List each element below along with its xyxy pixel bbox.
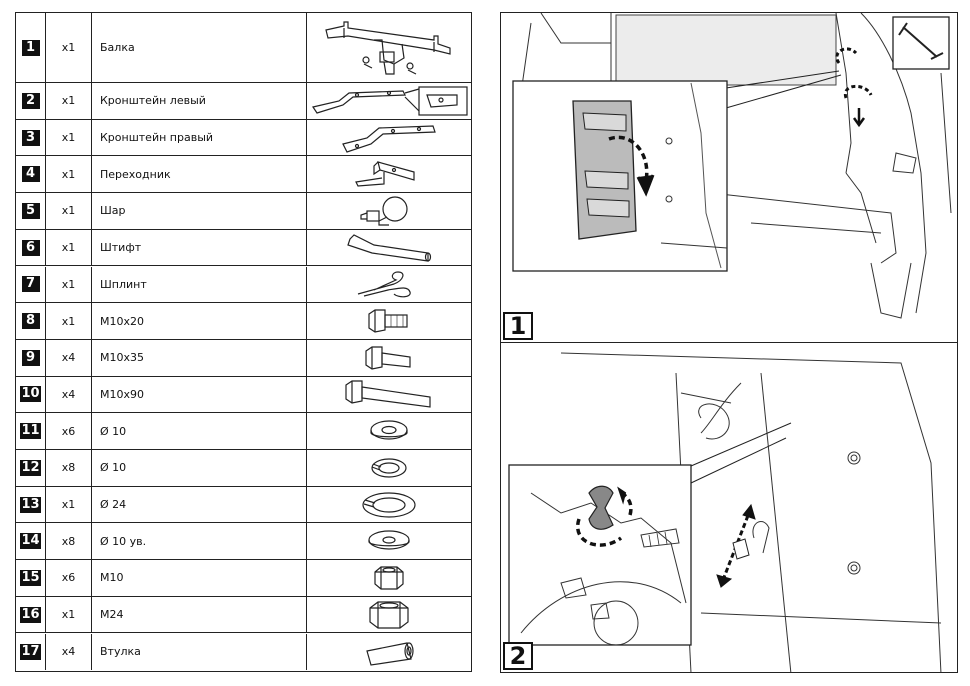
short-bolt-icon	[368, 309, 408, 333]
part-name: M10x20	[92, 303, 307, 339]
tow-eye-icon	[588, 485, 614, 530]
part-quantity: x1	[46, 193, 92, 229]
part-name: Штифт	[92, 229, 307, 266]
parts-list-table: 1 x1 Балка 2 x1 Кронштейн левый	[15, 12, 472, 672]
step-1-panel: 1	[501, 13, 957, 343]
table-row: 1 x1 Балка	[16, 13, 471, 83]
part-quantity: x6	[46, 413, 92, 449]
part-number-badge: 11	[20, 423, 41, 440]
part-quantity: x1	[46, 596, 92, 633]
spring-washer-icon	[371, 458, 407, 478]
part-number-badge: 7	[21, 276, 40, 293]
table-row: 8 x1 M10x20	[16, 303, 471, 340]
nut-icon	[374, 566, 404, 590]
part-number-badge: 8	[21, 313, 40, 330]
part-quantity: x1	[46, 13, 92, 82]
part-quantity: x8	[46, 450, 92, 486]
part-name: Кронштейн правый	[92, 119, 307, 156]
table-row: 17 x4 Втулка	[16, 633, 471, 671]
table-row: 5 x1 Шар	[16, 193, 471, 230]
medium-bolt-icon	[365, 346, 411, 370]
part-number-badge: 6	[21, 239, 40, 256]
wide-washer-icon	[368, 530, 410, 550]
part-name: Шар	[92, 193, 307, 229]
table-row: 11 x6 Ø 10	[16, 413, 471, 450]
part-quantity: x1	[46, 83, 92, 119]
part-number-badge: 15	[20, 569, 41, 586]
part-number-badge: 3	[21, 129, 40, 146]
part-name: Ø 24	[92, 486, 307, 523]
part-quantity: x4	[46, 633, 92, 671]
part-number-badge: 4	[21, 166, 40, 183]
part-quantity: x1	[46, 156, 92, 193]
table-row: 9 x4 M10x35	[16, 339, 471, 377]
part-number-badge: 14	[20, 533, 41, 550]
part-name: M24	[92, 596, 307, 633]
part-name: Шплинт	[92, 266, 307, 303]
part-name: Втулка	[92, 633, 307, 671]
part-number-badge: 16	[20, 606, 41, 623]
part-name: Кронштейн левый	[92, 83, 307, 119]
installation-diagram: 1	[500, 12, 958, 673]
part-quantity: x8	[46, 523, 92, 560]
bracket-left-icon	[312, 86, 468, 116]
part-quantity: x1	[46, 486, 92, 523]
step-number-2: 2	[503, 642, 533, 670]
large-spring-washer-icon	[362, 491, 416, 518]
part-number-badge: 12	[20, 459, 41, 476]
part-quantity: x4	[46, 339, 92, 376]
rotate-arrow-icon	[575, 518, 623, 547]
part-name: Ø 10	[92, 450, 307, 486]
step-2-panel: 2	[501, 343, 957, 672]
tow-ball-icon	[360, 196, 408, 226]
table-row: 10 x4 M10x90	[16, 376, 471, 414]
bracket-right-icon	[342, 124, 436, 153]
part-name: M10x35	[92, 339, 307, 376]
long-bolt-icon	[345, 380, 431, 409]
part-name: Переходник	[92, 156, 307, 193]
part-number-badge: 1	[21, 39, 40, 56]
part-quantity: x1	[46, 119, 92, 156]
cotter-pin-icon	[357, 271, 411, 298]
flat-washer-icon	[370, 420, 408, 440]
part-quantity: x1	[46, 303, 92, 339]
table-row: 12 x8 Ø 10	[16, 450, 471, 487]
rotate-arrow-icon	[608, 135, 649, 182]
bumper-interior-illustration	[508, 352, 942, 672]
step-number-1: 1	[503, 312, 533, 340]
tow-beam-icon	[325, 20, 451, 75]
table-row: 14 x8 Ø 10 ув.	[16, 523, 471, 561]
part-quantity: x1	[46, 229, 92, 266]
part-name: Балка	[92, 13, 307, 82]
part-quantity: x1	[46, 266, 92, 303]
part-number-badge: 13	[20, 496, 41, 513]
table-row: 13 x1 Ø 24	[16, 486, 471, 524]
table-row: 4 x1 Переходник	[16, 156, 471, 194]
part-name: M10	[92, 560, 307, 596]
table-row: 3 x1 Кронштейн правый	[16, 119, 471, 157]
table-row: 16 x1 M24	[16, 596, 471, 634]
table-row: 15 x6 M10	[16, 560, 471, 597]
sleeve-icon	[366, 642, 414, 666]
pin-icon	[347, 233, 432, 262]
large-nut-icon	[369, 601, 409, 629]
part-number-badge: 2	[21, 92, 40, 109]
detail-inset-step-2	[508, 464, 692, 646]
part-quantity: x6	[46, 560, 92, 596]
part-number-badge: 10	[20, 386, 41, 403]
part-name: M10x90	[92, 376, 307, 413]
part-name: Ø 10	[92, 413, 307, 449]
table-row: 7 x1 Шплинт	[16, 266, 471, 304]
part-quantity: x4	[46, 376, 92, 413]
part-number-badge: 9	[21, 349, 40, 366]
adapter-icon	[355, 161, 415, 187]
part-number-badge: 17	[20, 643, 41, 660]
part-number-badge: 5	[21, 202, 40, 219]
table-row: 6 x1 Штифт	[16, 229, 471, 267]
table-row: 2 x1 Кронштейн левый	[16, 83, 471, 120]
car-rear-illustration	[512, 13, 952, 319]
part-name: Ø 10 ув.	[92, 523, 307, 560]
